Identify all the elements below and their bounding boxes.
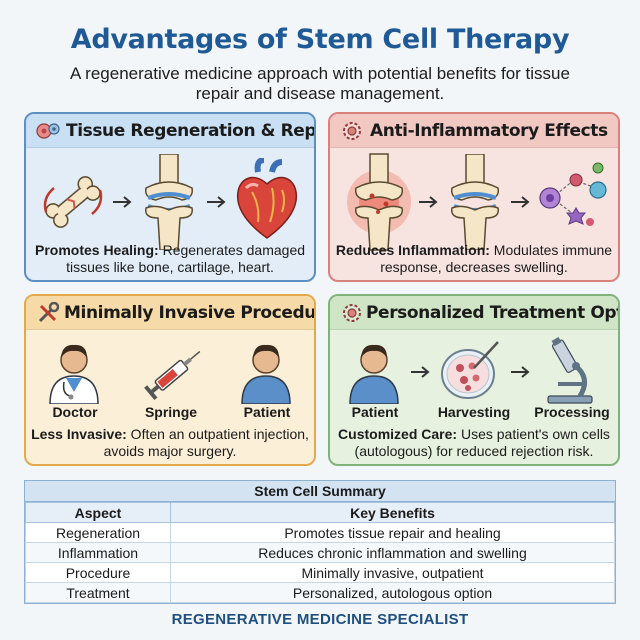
panel-anti-inflammatory: Anti-Inflammatory Effects: [328, 112, 620, 282]
caption-text: Uses patient's own cells (autologous) fo…: [354, 426, 610, 459]
caption-heading: Customized Care:: [338, 426, 458, 442]
caption-text: Often an outpatient injection, avoids ma…: [103, 426, 309, 459]
arrow-right-icon: [207, 196, 226, 208]
inflamed-joint-icon: [347, 153, 411, 251]
caption-text: Regenerates damaged tissues like bone, c…: [66, 242, 306, 275]
panel-caption: Promotes Healing: Regenerates damaged ti…: [30, 242, 310, 276]
label-patient: Patient: [351, 404, 399, 420]
gear-icon: [343, 304, 361, 322]
label-harvesting: Harvesting: [437, 404, 511, 420]
panel-title: Tissue Regeneration & Repair: [66, 121, 316, 141]
table-row: Regeneration Promotes tissue repair and …: [25, 522, 615, 543]
table-cell: Regeneration: [25, 522, 171, 543]
bone-icon: [43, 176, 103, 228]
panel-header: Anti-Inflammatory Effects: [330, 114, 618, 148]
table-cell: Minimally invasive, outpatient: [170, 562, 615, 583]
immune-cells-icon: [539, 162, 607, 226]
caption-heading: Promotes Healing:: [34, 242, 159, 258]
panel-tissue-regeneration: Tissue Regeneration & Repair: [24, 112, 316, 282]
panel-title: Minimally Invasive Procedure: [64, 303, 316, 323]
column-header: Key Benefits: [170, 502, 615, 523]
table-cell: Treatment: [25, 582, 171, 603]
heart-icon: [236, 158, 298, 239]
summary-title: Stem Cell Summary: [25, 481, 615, 502]
arrow-right-icon: [511, 196, 530, 208]
footer-text: REGENERATIVE MEDICINE SPECIALIST: [171, 611, 469, 628]
panel-title: Anti-Inflammatory Effects: [370, 121, 608, 141]
table-cell: Promotes tissue repair and healing: [170, 522, 615, 543]
panel-header: Tissue Regeneration & Repair: [26, 114, 314, 148]
arrow-right-icon: [113, 196, 132, 208]
gear-icon: [343, 122, 361, 140]
panel-caption: Less Invasive: Often an outpatient injec…: [30, 426, 310, 460]
panel-caption: Customized Care: Uses patient's own cell…: [334, 426, 614, 460]
panel-personalized: Personalized Treatment Option: [328, 294, 620, 466]
tools-icon: [38, 302, 60, 323]
column-header: Aspect: [25, 502, 171, 523]
healthy-joint-icon: [450, 154, 500, 250]
table-cell: Reduces chronic inflammation and swellin…: [170, 542, 615, 563]
arrow-right-icon: [419, 196, 438, 208]
stem-cells-icon: [36, 123, 60, 139]
arrow-right-icon: [511, 366, 530, 378]
table-cell: Procedure: [25, 562, 171, 583]
patient-icon: [349, 344, 399, 404]
table-header-row: Aspect Key Benefits: [25, 502, 615, 523]
caption-heading: Reduces Inflammation:: [335, 242, 490, 258]
caption-heading: Less Invasive:: [31, 426, 127, 442]
syringe-icon: [144, 350, 201, 401]
table-row: Procedure Minimally invasive, outpatient: [25, 562, 615, 583]
petri-dish-icon: [441, 341, 499, 399]
table-row: Treatment Personalized, autologous optio…: [25, 582, 615, 603]
table-cell: Personalized, autologous option: [170, 582, 615, 603]
label-syringe: Springe: [144, 404, 198, 420]
knee-joint-icon: [144, 154, 194, 250]
caption-text: Modulates immune response, decreases swe…: [380, 242, 613, 275]
doctor-icon: [49, 344, 99, 404]
microscope-icon: [547, 336, 593, 404]
summary-table: Stem Cell Summary Aspect Key Benefits Re…: [24, 480, 616, 604]
panel-caption: Reduces Inflammation: Modulates immune r…: [334, 242, 614, 276]
label-patient: Patient: [243, 404, 291, 420]
page-title: Advantages of Stem Cell Therapy: [70, 24, 570, 55]
label-doctor: Doctor: [52, 404, 98, 420]
panel-title: Personalized Treatment Option: [366, 303, 618, 323]
table-cell: Inflammation: [25, 542, 171, 563]
panel-header: Personalized Treatment Option: [330, 296, 618, 330]
panel-header: Minimally Invasive Procedure: [26, 296, 314, 330]
panel-minimally-invasive: Minimally Invasive Procedure: [24, 294, 316, 466]
label-processing: Processing: [534, 404, 610, 420]
arrow-right-icon: [411, 366, 430, 378]
patient-icon: [241, 344, 291, 404]
table-row: Inflammation Reduces chronic inflammatio…: [25, 542, 615, 563]
page-subtitle: A regenerative medicine approach with po…: [70, 64, 570, 103]
